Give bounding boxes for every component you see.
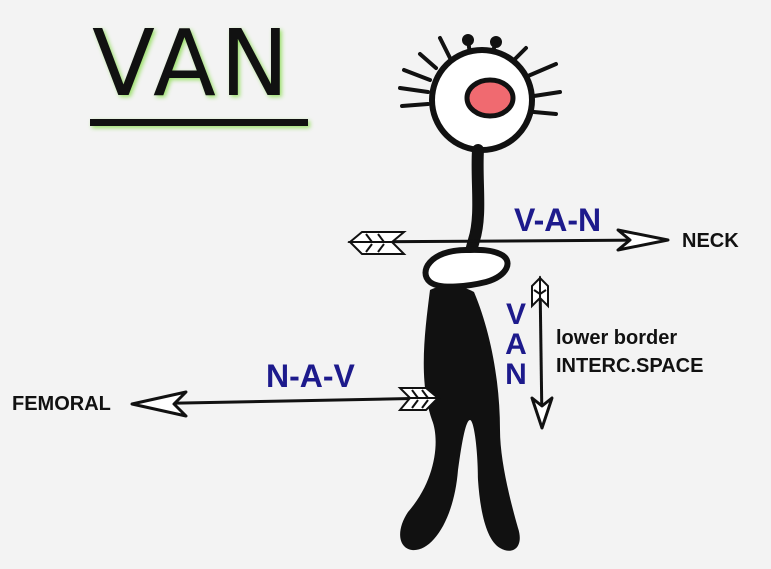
intercostal-arrow	[530, 275, 554, 430]
intercostal-letter-v: V	[505, 298, 526, 331]
neck-arrow	[347, 228, 670, 255]
label-lower-border: lower border	[556, 327, 678, 349]
intercostal-letter-n: N	[505, 358, 527, 391]
title-van: VAN	[92, 10, 293, 117]
label-neck-order: V-A-N	[514, 202, 602, 238]
label-intercostal-order: V A N	[502, 300, 530, 390]
label-neck: NECK	[682, 230, 739, 252]
intercostal-letter-a: A	[505, 328, 527, 361]
title-underline	[90, 119, 308, 126]
femoral-arrow	[130, 387, 441, 418]
torso-and-legs	[400, 285, 520, 551]
label-interc-space: INTERC.SPACE	[556, 355, 704, 377]
label-femoral: FEMORAL	[12, 393, 111, 415]
eye-pupil	[464, 77, 516, 119]
chest-loop	[422, 246, 511, 290]
neck-line	[464, 144, 485, 261]
label-femoral-order: N-A-V	[266, 358, 355, 394]
